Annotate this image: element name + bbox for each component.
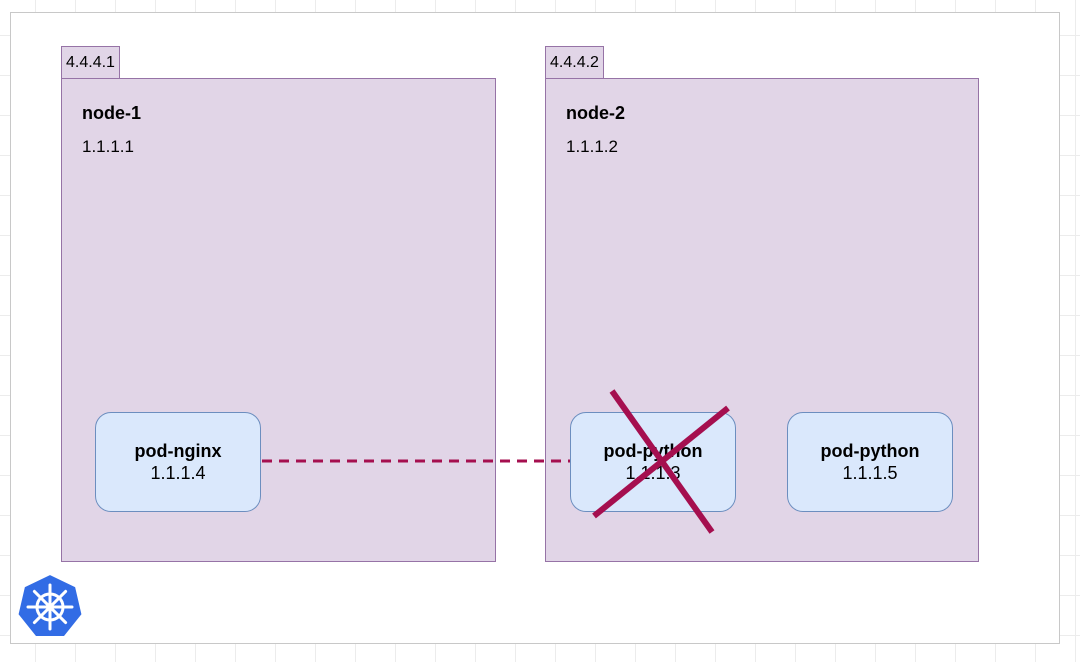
node-1-external-ip: 4.4.4.1 [66, 54, 115, 71]
node-1-ip: 1.1.1.1 [82, 137, 134, 156]
pod-nginx[interactable]: pod-nginx 1.1.1.4 [95, 412, 261, 512]
delete-cross-line-2 [609, 389, 715, 534]
pod-nginx-ip: 1.1.1.4 [150, 463, 206, 483]
pod-python-new-name: pod-python [820, 441, 920, 461]
pod-python-deleted[interactable]: pod-python 1.1.1.3 [570, 412, 736, 512]
kubernetes-helm-icon [16, 572, 84, 638]
pod-python-new-ip: 1.1.1.5 [842, 463, 898, 483]
node-1-name: node-1 [82, 103, 142, 123]
node-2-ip: 1.1.1.2 [566, 137, 618, 156]
pod-nginx-name: pod-nginx [134, 441, 222, 461]
node-2-name: node-2 [566, 103, 626, 123]
node-1-external-ip-tag: 4.4.4.1 [61, 46, 120, 79]
node-2-external-ip: 4.4.4.2 [550, 54, 599, 71]
pod-python-new[interactable]: pod-python 1.1.1.5 [787, 412, 953, 512]
